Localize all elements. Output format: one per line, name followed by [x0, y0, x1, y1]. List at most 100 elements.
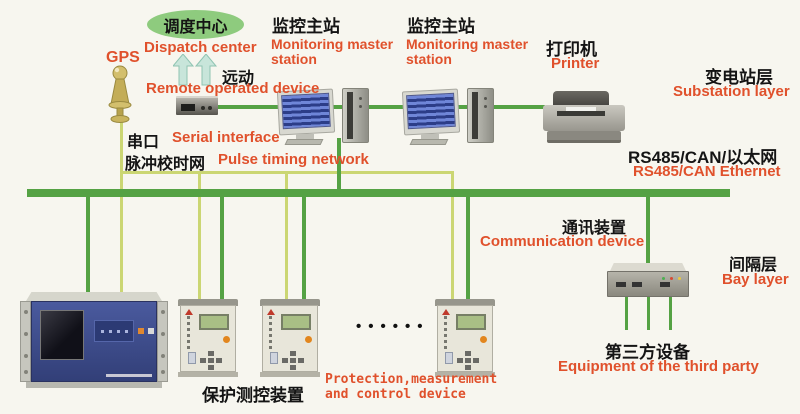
- protection-rack-icon: [20, 292, 168, 388]
- tower-button: [359, 97, 362, 100]
- up-arrows-icon: [173, 54, 218, 86]
- computer-tower: [342, 88, 369, 143]
- comm-device-front: [607, 271, 689, 297]
- third-party-stub-1: [625, 297, 628, 330]
- bus-drop-relay2: [302, 193, 306, 299]
- comm-device-top: [610, 263, 686, 271]
- monitor-stand: [296, 134, 314, 139]
- communication-device-icon: [607, 263, 689, 297]
- bus-drop-relay1: [220, 193, 224, 299]
- rack-ear-left: [20, 301, 31, 382]
- substation-layer-label-zh: 变电站层: [705, 68, 773, 87]
- monitor: [401, 88, 461, 136]
- printer-label-zh: 打印机: [546, 40, 597, 59]
- monitoring-station1-label-zh: 监控主站: [272, 17, 340, 36]
- tower-button: [484, 97, 487, 100]
- gps-antenna-icon: [108, 65, 132, 123]
- ethernet-bus-label-zh: RS485/CAN/以太网: [628, 148, 778, 167]
- monitor-stand: [421, 134, 439, 139]
- workstation-icon: [401, 88, 495, 146]
- communication-device-label-en: Communication device: [480, 233, 645, 250]
- rack-led-orange: [138, 328, 144, 334]
- monitor-screen: [281, 92, 331, 130]
- relay-button: [480, 336, 487, 343]
- lan-drop-computer1: [337, 138, 341, 193]
- substation-layer-label-en: Substation layer: [673, 83, 790, 100]
- relay-keypad: [290, 358, 296, 363]
- relay-keypad: [208, 358, 214, 363]
- printer-tray: [547, 131, 621, 143]
- pulse-timing-label-zh: 脉冲校时网: [125, 156, 206, 173]
- dispatch-center-node: 调度中心: [147, 10, 244, 39]
- bus-drop-rack: [86, 193, 90, 292]
- monitoring-station1-label-en: Monitoring master station: [271, 36, 394, 67]
- more-relays-ellipsis: ••••••: [356, 318, 430, 335]
- printer-slot: [557, 111, 605, 116]
- rack-led-white: [148, 328, 154, 334]
- protection-device-label-en2: and control device: [325, 387, 466, 402]
- printer-icon: [543, 91, 625, 148]
- protection-relay-icon: [260, 299, 320, 377]
- third-party-label-zh: 第三方设备: [605, 343, 690, 362]
- rack-screen: [40, 310, 84, 360]
- third-party-label-en: Equipment of the third party: [558, 358, 759, 375]
- comm-port: [616, 282, 626, 287]
- keyboard: [284, 139, 324, 145]
- bay-layer-label-zh: 间隔层: [729, 257, 778, 274]
- pulse-drop-gps: [120, 120, 123, 292]
- comm-port: [632, 282, 642, 287]
- relay-button: [305, 336, 312, 343]
- rack-front-panel: [31, 301, 157, 382]
- serial-interface-label-en: Serial interface: [172, 129, 280, 146]
- comm-led: [670, 277, 673, 280]
- workstation-icon: [276, 88, 370, 146]
- ethernet-bus-bar: [27, 189, 730, 197]
- station-lan-line: [214, 105, 545, 109]
- relay-lcd: [199, 314, 229, 330]
- tower-button: [484, 105, 487, 108]
- relay-port: [270, 352, 278, 364]
- relay-port: [445, 352, 453, 364]
- third-party-stub-3: [669, 297, 672, 330]
- relay-leds: [444, 316, 447, 319]
- comm-led: [678, 277, 681, 280]
- relay-port: [188, 352, 196, 364]
- relay-leds: [269, 316, 272, 319]
- tower-bay: [347, 92, 353, 139]
- remote-terminal-knob: [208, 106, 212, 110]
- pulse-drop-1: [198, 171, 201, 299]
- relay-logo: [442, 309, 450, 315]
- relay-button: [223, 336, 230, 343]
- printer-body: [543, 105, 625, 131]
- relay-logo: [267, 309, 275, 315]
- dispatch-center-label-en: Dispatch center: [144, 39, 257, 56]
- rack-keypad: [94, 320, 134, 342]
- remote-terminal-knob: [201, 106, 205, 110]
- relay-logo: [185, 309, 193, 315]
- rack-top: [26, 292, 162, 301]
- remote-device-label-zh: 远动: [222, 70, 255, 87]
- third-party-stub-2: [647, 297, 650, 330]
- printer-lid: [553, 91, 609, 107]
- pulse-timing-label-en: Pulse timing network: [218, 151, 369, 168]
- protection-relay-icon: [435, 299, 495, 377]
- relay-keypad: [465, 358, 471, 363]
- monitor-screen: [406, 92, 456, 130]
- remote-terminal-icon: [176, 96, 218, 115]
- protection-device-label-zh: 保护测控装置: [202, 386, 304, 405]
- bus-drop-comm: [646, 193, 650, 263]
- ethernet-bus-label-en: RS485/CAN Ethernet: [633, 163, 781, 180]
- rack-ear-right: [157, 301, 168, 382]
- bay-layer-label-en: Bay layer: [722, 271, 789, 288]
- computer-tower: [467, 88, 494, 143]
- remote-terminal-display: [181, 104, 195, 111]
- protection-device-label-en1: Protection,measurement: [325, 372, 498, 387]
- remote-device-label-en: Remote operated device: [146, 80, 320, 97]
- gps-label: GPS: [106, 49, 140, 66]
- rack-base: [26, 382, 162, 388]
- communication-device-label-zh: 通讯装置: [562, 220, 627, 237]
- monitoring-station2-label-en: Monitoring master station: [406, 36, 529, 67]
- comm-led: [662, 277, 665, 280]
- pulse-timing-bus-line: [122, 171, 454, 174]
